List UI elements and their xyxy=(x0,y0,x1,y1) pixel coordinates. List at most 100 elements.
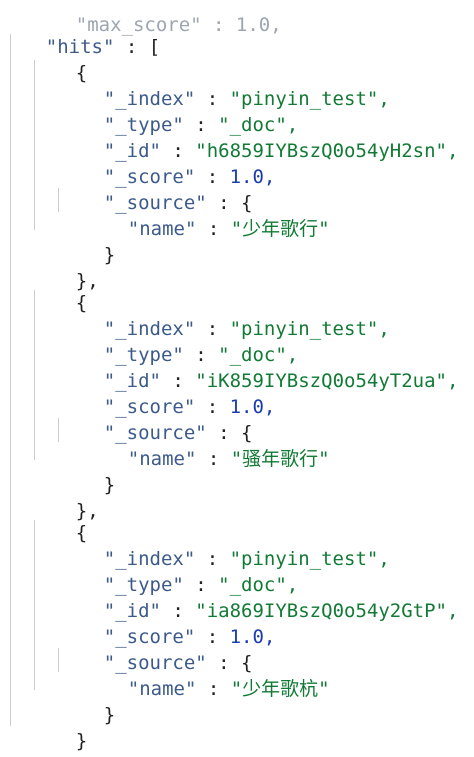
score-value: 1.0, xyxy=(229,396,276,418)
colon: : xyxy=(195,626,230,648)
source-key: "_source" xyxy=(103,652,207,674)
type-value: "_doc", xyxy=(218,574,299,596)
hit-index-line: "_index" : "pinyin_test", xyxy=(58,290,390,340)
name-value: "少年歌杭" xyxy=(230,678,330,700)
open-brace: { xyxy=(75,292,88,314)
partial-max-score-line: "max_score" : 1.0, xyxy=(30,0,282,36)
type-value: "_doc", xyxy=(218,114,299,136)
hit-close-brace: } xyxy=(30,702,87,752)
indent-guide-source-3 xyxy=(58,648,59,672)
close-brace-comma: }, xyxy=(75,270,99,292)
hit-score-line: "_score" : 1.0, xyxy=(58,138,276,188)
source-close-brace: } xyxy=(58,446,115,496)
colon: : xyxy=(195,548,230,570)
indent-guide-hit-1 xyxy=(34,60,35,230)
colon: : xyxy=(195,318,230,340)
colon: : xyxy=(196,678,231,700)
close-brace: } xyxy=(75,730,88,752)
score-value: 1.0, xyxy=(229,626,276,648)
name-value: "骚年歌行" xyxy=(230,448,330,470)
hit-score-line: "_score" : 1.0, xyxy=(58,368,276,418)
type-key: "_type" xyxy=(103,344,184,366)
id-value: "h6859IYBszQ0o54yH2sn", xyxy=(195,140,459,162)
indent-guide-hit-2 xyxy=(34,290,35,460)
name-key: "name" xyxy=(127,678,197,700)
hit-type-line: "_type" : "_doc", xyxy=(58,86,298,136)
open-brace: { xyxy=(241,652,253,674)
source-key: "_source" xyxy=(103,422,207,444)
hit-score-line: "_score" : 1.0, xyxy=(58,598,276,648)
colon: : xyxy=(183,344,219,366)
indent-guide-hits xyxy=(10,34,11,726)
score-value: 1.0, xyxy=(229,166,276,188)
hit-name-line: "name" : "少年歌杭" xyxy=(82,650,330,700)
hits-close-bracket: ] xyxy=(4,726,61,757)
index-value: "pinyin_test", xyxy=(229,318,390,340)
hit-open-brace: { xyxy=(30,494,87,544)
hit-index-line: "_index" : "pinyin_test", xyxy=(58,60,390,110)
hit-type-line: "_type" : "_doc", xyxy=(58,546,298,596)
colon: : xyxy=(196,448,231,470)
hit-name-line: "name" : "少年歌行" xyxy=(82,190,330,240)
hit-type-line: "_type" : "_doc", xyxy=(58,316,298,366)
colon: : xyxy=(206,192,242,214)
hit-open-brace: { xyxy=(30,34,87,84)
id-value: "ia869IYBszQ0o54y2GtP", xyxy=(195,600,459,622)
colon: : xyxy=(183,114,219,136)
indent-guide-source-2 xyxy=(58,418,59,442)
open-bracket: [ xyxy=(148,36,161,58)
colon: : xyxy=(206,422,242,444)
index-value: "pinyin_test", xyxy=(229,88,390,110)
name-key: "name" xyxy=(127,448,197,470)
id-key: "_id" xyxy=(103,370,161,392)
type-value: "_doc", xyxy=(218,344,299,366)
index-value: "pinyin_test", xyxy=(229,548,390,570)
hits-line: "hits" : [ xyxy=(0,8,160,58)
indent-guide-source-1 xyxy=(58,188,59,212)
close-brace: } xyxy=(103,704,116,726)
hit-source-line: "_source" : { xyxy=(58,624,253,674)
hit-index-line: "_index" : "pinyin_test", xyxy=(58,520,390,570)
id-value: "iK859IYBszQ0o54yT2ua", xyxy=(195,370,459,392)
hit-name-line: "name" : "骚年歌行" xyxy=(82,420,330,470)
close-brace-comma: }, xyxy=(75,500,99,522)
score-key: "_score" xyxy=(103,626,196,648)
hit-id-line: "_id" : "h6859IYBszQ0o54yH2sn", xyxy=(58,112,459,162)
open-brace: { xyxy=(241,192,253,214)
index-key: "_index" xyxy=(103,88,196,110)
colon: : xyxy=(206,652,242,674)
type-key: "_type" xyxy=(103,574,184,596)
hit-close-brace: }, xyxy=(30,472,99,522)
name-key: "name" xyxy=(127,218,197,240)
close-bracket: ] xyxy=(50,754,61,757)
colon: : xyxy=(195,396,230,418)
colon: : xyxy=(183,574,219,596)
open-brace: { xyxy=(75,62,88,84)
open-brace: { xyxy=(241,422,253,444)
colon: : xyxy=(160,140,196,162)
index-key: "_index" xyxy=(103,318,196,340)
colon: : xyxy=(195,166,230,188)
hit-close-brace: }, xyxy=(30,242,99,292)
type-key: "_type" xyxy=(103,114,184,136)
name-value: "少年歌行" xyxy=(230,218,330,240)
colon: : xyxy=(195,88,230,110)
colon: : xyxy=(160,370,196,392)
hit-source-line: "_source" : { xyxy=(58,164,253,214)
colon: : xyxy=(196,218,231,240)
hit-open-brace: { xyxy=(30,264,87,314)
score-key: "_score" xyxy=(103,396,196,418)
hit-id-line: "_id" : "iK859IYBszQ0o54yT2ua", xyxy=(58,342,459,392)
hits-key: "hits" xyxy=(45,36,115,58)
colon: : xyxy=(160,600,196,622)
indent-guide-hit-3 xyxy=(34,520,35,690)
source-close-brace: } xyxy=(58,216,115,266)
score-key: "_score" xyxy=(103,166,196,188)
open-brace: { xyxy=(75,522,88,544)
hit-source-line: "_source" : { xyxy=(58,394,253,444)
hit-id-line: "_id" : "ia869IYBszQ0o54y2GtP", xyxy=(58,572,459,622)
id-key: "_id" xyxy=(103,140,161,162)
colon: : xyxy=(114,36,149,58)
id-key: "_id" xyxy=(103,600,161,622)
